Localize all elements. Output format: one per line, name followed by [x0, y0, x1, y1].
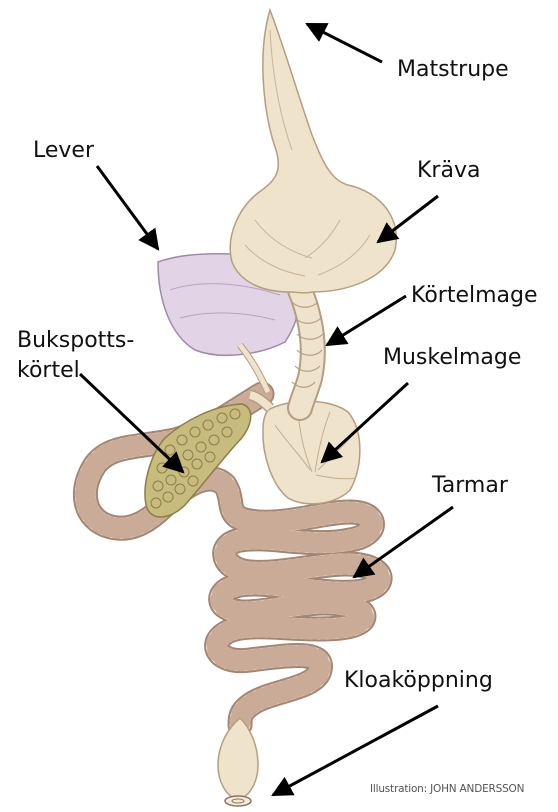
label-kortelmage: Körtelmage	[411, 282, 538, 310]
label-matstrupe: Matstrupe	[397, 56, 509, 84]
proventriculus-illustration	[292, 290, 323, 408]
label-bukspottskortel-line1: Bukspotts-	[17, 327, 134, 355]
arrow-kloakoppning	[273, 706, 438, 795]
crop-esophagus-illustration	[230, 10, 396, 293]
arrow-lever	[97, 166, 158, 249]
label-muskelmage: Muskelmage	[383, 344, 521, 372]
label-bukspottskortel-line2: körtel	[17, 357, 80, 385]
label-lever: Lever	[33, 137, 94, 165]
label-krava: Kräva	[417, 157, 480, 185]
cloaca-illustration	[218, 718, 258, 806]
illustration-credit: Illustration: JOHN ANDERSSON	[370, 783, 524, 795]
label-tarmar: Tarmar	[432, 472, 508, 500]
arrow-matstrupe	[307, 24, 382, 62]
label-kloakoppning: Kloaköppning	[344, 667, 493, 695]
arrow-kortelmage	[327, 296, 406, 345]
